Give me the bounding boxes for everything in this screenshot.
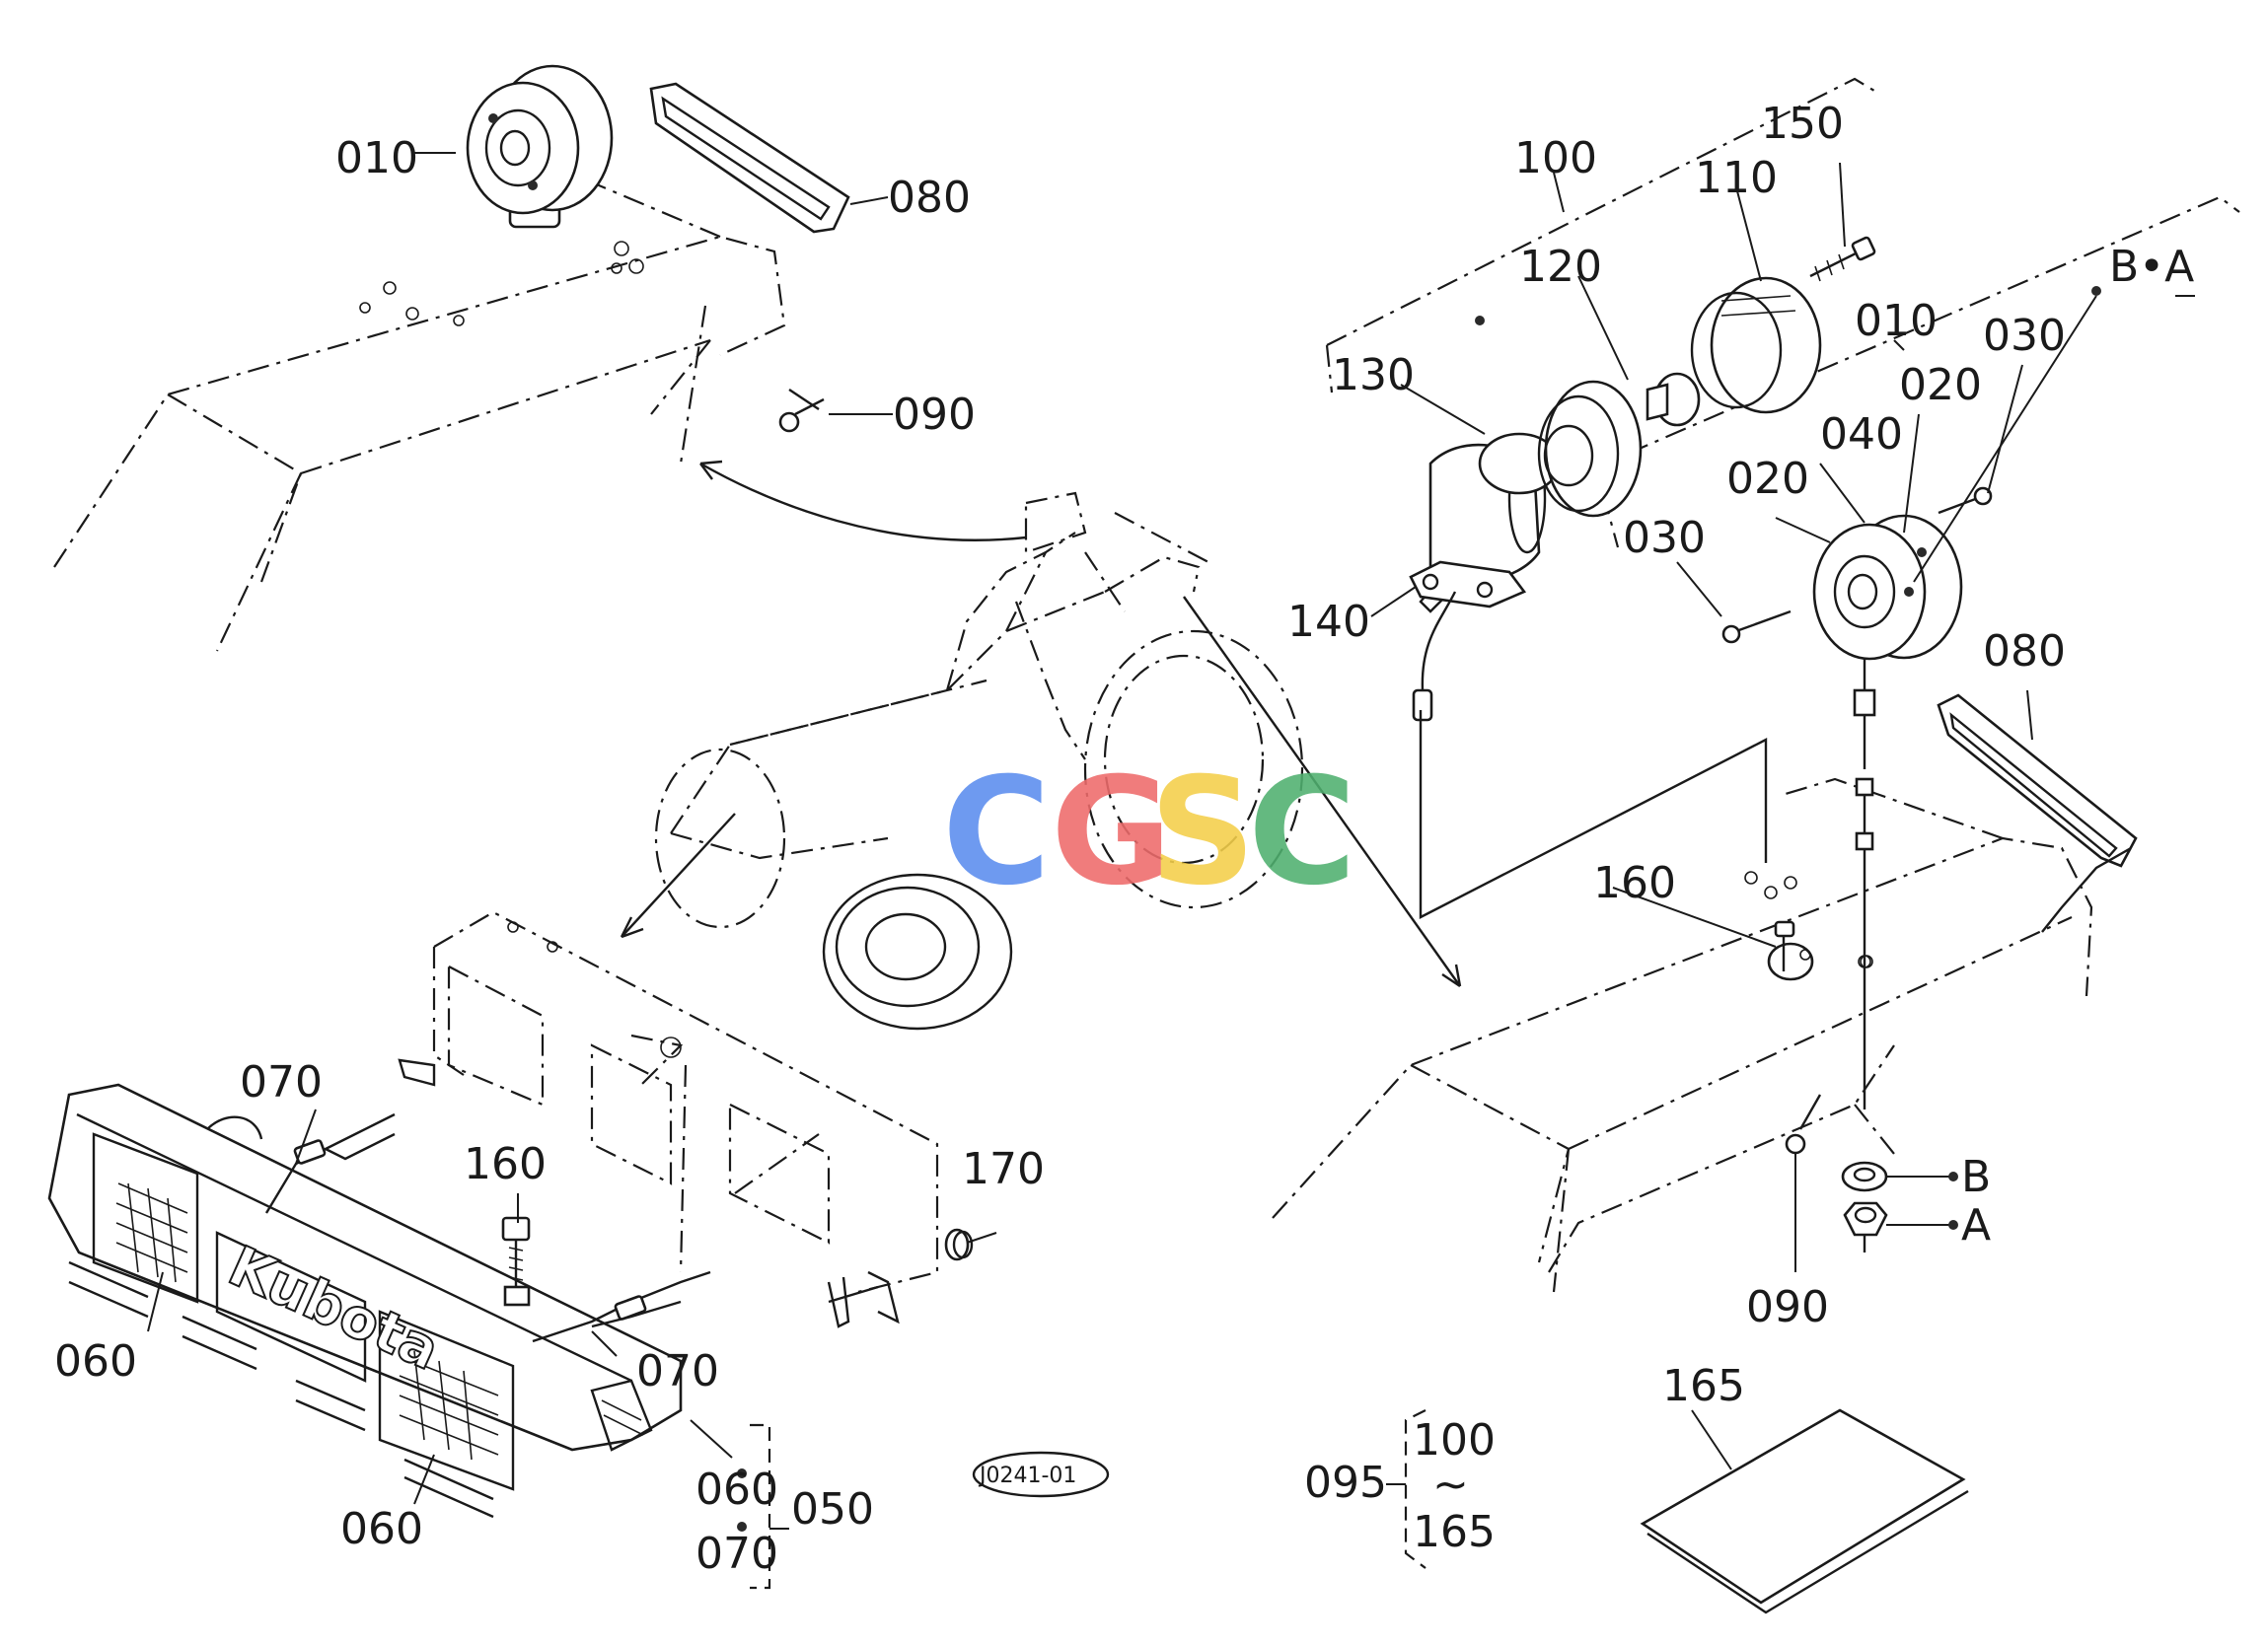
part-label-060-left: 060 <box>54 1336 137 1387</box>
watermark-letter-4: C <box>1248 747 1356 918</box>
part-label-020-right: 020 <box>1899 360 1982 410</box>
group-050-bracket <box>690 1419 789 1590</box>
part-label-100: 100 <box>1514 133 1597 183</box>
screw-030-left <box>1721 609 1792 644</box>
part-label-170: 170 <box>962 1144 1045 1194</box>
part-label-080-top: 080 <box>888 173 971 223</box>
grommet-170 <box>944 1228 974 1261</box>
work-lamp-right <box>1812 514 1963 769</box>
headlamp-right <box>399 1350 499 1461</box>
part-label-165: 165 <box>1662 1361 1745 1411</box>
lamp-housing-110 <box>1690 276 1822 414</box>
bulb-120 <box>1646 372 1701 427</box>
wiring-harness-mid <box>532 1270 711 1343</box>
part-label-130: 130 <box>1332 350 1415 400</box>
part-label-160-right: 160 <box>1593 858 1676 908</box>
part-label-b: B <box>1961 1152 1991 1202</box>
part-label-060-group: 060 <box>695 1465 778 1515</box>
washer-b <box>1841 1161 1888 1192</box>
bolt-160-mid <box>501 1216 531 1307</box>
watermark-letter-3: S <box>1149 747 1256 918</box>
manual-165 <box>1640 1408 1969 1614</box>
right-roof-assembly <box>1272 689 2138 1293</box>
part-label-range-100: 100 <box>1413 1415 1496 1466</box>
part-label-080-right: 080 <box>1983 626 2066 677</box>
screw-030-right <box>1938 486 1993 515</box>
part-label-range-tilde: ~ <box>1432 1460 1469 1510</box>
part-label-030-left: 030 <box>1623 513 1706 563</box>
figure-code: J0241-01 <box>978 1464 1076 1488</box>
part-label-a: A <box>1961 1200 1991 1251</box>
reflector-right <box>1937 693 2138 933</box>
part-label-030-right: 030 <box>1983 311 2066 361</box>
front-panel-frame <box>398 910 939 1324</box>
part-labels: 010 080 090 100 110 150 120 130 140 010 … <box>54 99 2194 1579</box>
mount-bracket-140 <box>1409 560 1527 722</box>
part-label-010-top: 010 <box>335 133 418 183</box>
part-label-110: 110 <box>1695 153 1778 203</box>
screw-090-top <box>778 389 825 433</box>
screw-090-right <box>1785 1094 1822 1272</box>
figure-code-oval: J0241-01 <box>972 1451 1110 1498</box>
part-label-b-a: B•A <box>2109 242 2194 292</box>
watermark: C G S C <box>942 747 1356 918</box>
nut-a <box>1843 1201 1888 1252</box>
bolt-160-right <box>1767 920 1814 981</box>
part-label-150: 150 <box>1761 99 1844 149</box>
reflector-top <box>649 82 850 234</box>
part-label-070-mid: 070 <box>636 1346 719 1396</box>
lens-ring-120 <box>1475 316 1643 518</box>
watermark-letter-2: G <box>1051 747 1172 918</box>
part-label-020-left: 020 <box>1726 454 1809 504</box>
work-lamp-top <box>466 64 614 229</box>
tractor-overview <box>620 460 1462 1031</box>
part-label-range-165: 165 <box>1413 1507 1496 1557</box>
part-label-010-right: 010 <box>1855 296 1938 346</box>
part-label-120: 120 <box>1519 242 1602 292</box>
part-label-140: 140 <box>1287 597 1370 647</box>
bolt-150 <box>1809 236 1876 282</box>
watermark-letter-1: C <box>942 747 1051 918</box>
top-left-roof-assembly <box>53 64 893 652</box>
part-label-090-right: 090 <box>1746 1282 1829 1332</box>
part-label-040: 040 <box>1820 409 1903 460</box>
part-label-050: 050 <box>791 1484 874 1535</box>
part-label-095: 095 <box>1304 1458 1387 1508</box>
part-label-060-bottom: 060 <box>340 1504 423 1554</box>
part-label-070-group: 070 <box>695 1529 778 1579</box>
part-label-070-top: 070 <box>240 1057 323 1108</box>
headlamp-left <box>115 1182 188 1283</box>
lamp-kit-assembly <box>1325 77 2240 769</box>
part-label-090-top: 090 <box>893 390 976 440</box>
part-label-160-mid: 160 <box>464 1139 547 1189</box>
group-095-bracket <box>1386 1409 1427 1569</box>
